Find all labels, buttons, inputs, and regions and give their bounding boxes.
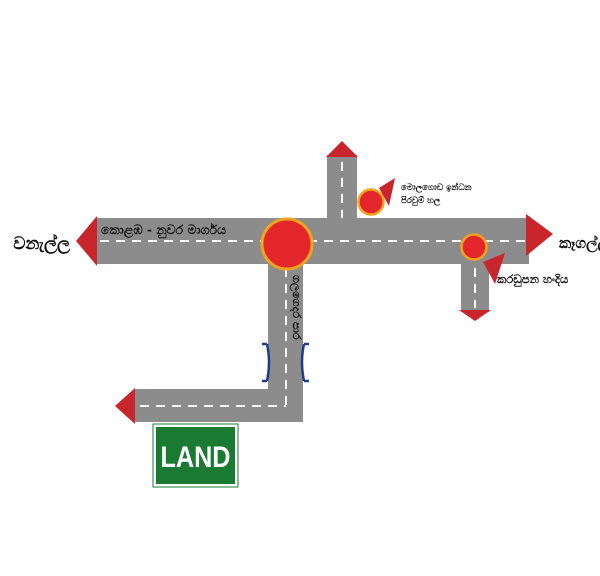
karandupana-junction-marker	[460, 233, 505, 284]
karandupana-pointer	[483, 253, 505, 284]
south-east-arrow	[459, 310, 491, 321]
west-arrow	[76, 216, 97, 266]
lower-west-arrow	[115, 388, 135, 424]
road-network	[97, 155, 529, 422]
land-marker: LAND	[152, 423, 239, 488]
karandupana-junction-label: කරඩුපන හංදිය	[497, 272, 569, 287]
side-road-label: ගලගෙදර පාර	[288, 275, 303, 340]
east-arrow	[526, 214, 553, 256]
right-destination-label: කෑගල්ල	[559, 234, 600, 253]
fuel-station-label-line2: පිරවුම් හල	[401, 194, 441, 207]
fuel-station-label-line1: මොලගොඩ ඉන්ධන	[401, 181, 473, 194]
fuel-station-pointer	[379, 178, 395, 206]
bridge-icon	[262, 342, 309, 383]
fuel-station-marker	[357, 178, 395, 216]
junction-marker	[260, 217, 314, 271]
road-arrowheads	[76, 141, 553, 424]
main-road-label: කොළඹ - නුවර මාර්ගය	[101, 222, 227, 239]
left-destination-label: වනැල්ල	[13, 233, 70, 255]
land-label: LAND	[161, 441, 231, 474]
north-arrow	[326, 141, 358, 157]
